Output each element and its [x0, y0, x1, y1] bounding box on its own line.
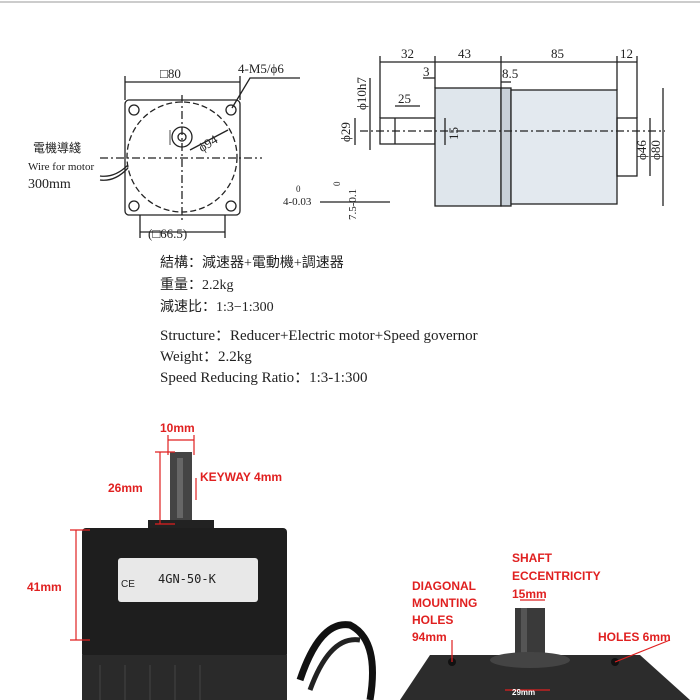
shaft-length-label: 26mm: [108, 481, 143, 495]
side-dim-15: 15: [446, 127, 461, 140]
specs-english: Structure：Reducer+Electric motor+Speed g…: [160, 326, 478, 389]
side-dim-12: 12: [620, 46, 633, 61]
spec-en-weight: Weight：2.2kg: [160, 349, 252, 365]
front-view: [99, 76, 390, 238]
eccentricity-line3: 15mm: [512, 587, 547, 601]
side-dim-25: 25: [398, 91, 411, 106]
spec-cn-weight: 重量：2.2kg: [160, 278, 234, 293]
front-square-dim: □80: [160, 66, 181, 81]
front-bottom-dim: (□66.5): [148, 226, 187, 241]
side-dim-85: 85: [551, 46, 564, 61]
side-dim-43: 43: [458, 46, 471, 61]
key-tol: 4-0.03: [283, 196, 312, 208]
spec-cn-ratio: 減速比：1:3−1:300: [160, 300, 274, 315]
diag-line1: DIAGONAL: [412, 579, 476, 593]
model-number: 4GN-50-K: [158, 572, 217, 586]
eccentricity-line2: ECCENTRICITY: [512, 569, 601, 583]
key2-tol: 7.5-0.1: [347, 189, 359, 220]
diag-line4: 94mm: [412, 630, 447, 644]
side-dim-3: 3: [423, 64, 430, 79]
holes-label: HOLES 6mm: [598, 630, 671, 644]
spec-cn-structure: 結構：減速器+電動機+調速器: [160, 256, 344, 271]
side-shaft-dim: ϕ10h7: [354, 77, 369, 110]
ce-mark: CE: [121, 579, 135, 590]
motor-right: [400, 608, 690, 700]
spec-en-ratio: Speed Reducing Ratio：1:3-1:300: [160, 370, 368, 386]
side-dim-29: ϕ29: [338, 122, 353, 142]
shaft-width-label: 10mm: [160, 421, 195, 435]
diagonal-holes-label: DIAGONAL MOUNTING HOLES 94mm: [412, 578, 477, 646]
side-dim-8-5: 8.5: [502, 66, 518, 81]
spec-en-structure: Structure：Reducer+Electric motor+Speed g…: [160, 328, 478, 344]
wire-label-en: Wire for motor: [28, 161, 94, 173]
front-holes-dim: 4-M5/ϕ6: [238, 61, 284, 76]
specs-chinese: 結構：減速器+電動機+調速器 重量：2.2kg 減速比：1:3−1:300: [160, 253, 344, 319]
key-tol-top: 0: [296, 184, 301, 194]
base-width-label: 29mm: [512, 688, 536, 697]
key2-tol-top: 0: [332, 181, 342, 186]
motor-left: [82, 452, 376, 700]
wire-label-cn: 電機導綫: [33, 140, 81, 155]
height-label: 41mm: [27, 580, 62, 594]
eccentricity-line1: SHAFT: [512, 551, 552, 565]
eccentricity-label: SHAFT ECCENTRICITY 15mm: [512, 549, 601, 603]
side-dim-80: ϕ80: [648, 140, 663, 160]
side-dim-46: ϕ46: [634, 140, 649, 160]
diag-line2: MOUNTING: [412, 596, 478, 610]
diag-line3: HOLES: [412, 613, 454, 627]
side-dim-32: 32: [401, 46, 414, 61]
keyway-label: KEYWAY 4mm: [200, 470, 283, 484]
red-dimension-lines: [70, 435, 671, 691]
wire-length: 300mm: [28, 177, 71, 192]
side-view: [354, 56, 665, 207]
